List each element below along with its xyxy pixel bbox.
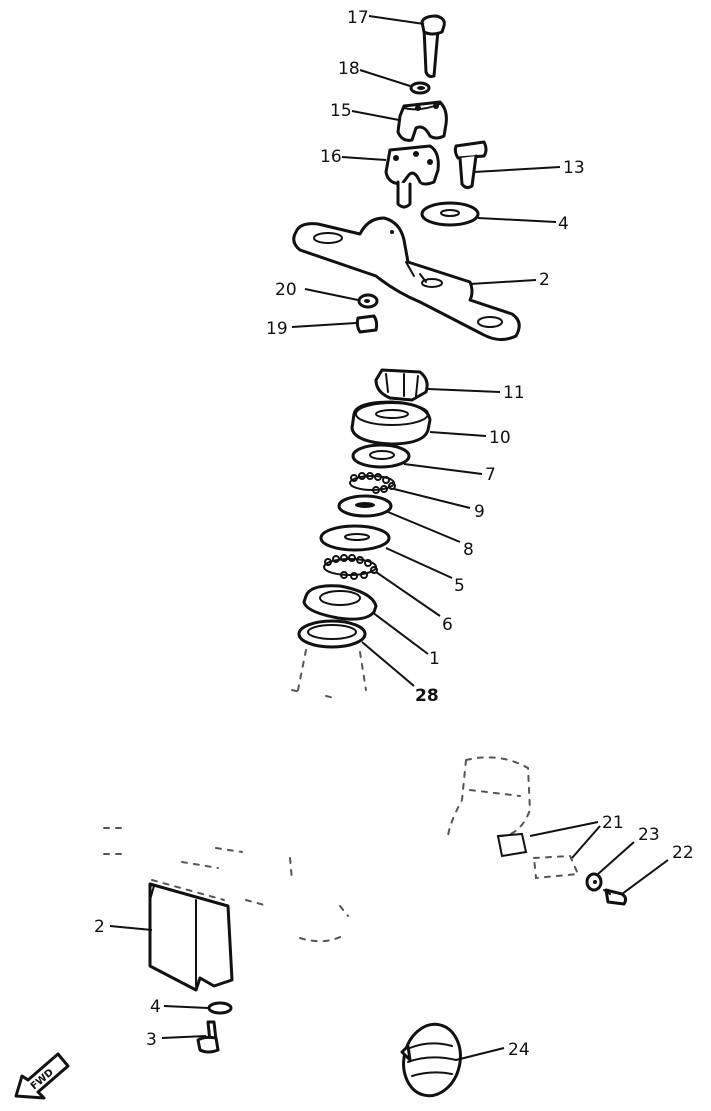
- leader-21a: [529, 821, 599, 837]
- part-20-lock-washer: [357, 293, 379, 309]
- leader-5: [385, 547, 453, 579]
- part-9-balls: [349, 472, 396, 494]
- leader-3: [161, 1035, 207, 1039]
- callout-21: 21: [602, 813, 624, 833]
- callout-28: 28: [415, 686, 439, 706]
- callout-17: 17: [347, 8, 369, 28]
- callout-13: 13: [563, 158, 585, 178]
- part-2-lower-bracket: [148, 879, 234, 992]
- part-5-ball-race: [319, 524, 391, 552]
- callout-19: 19: [266, 319, 288, 339]
- part-19-nut: [355, 314, 379, 334]
- fwd-arrow: FWD: [14, 1052, 70, 1100]
- callout-7: 7: [485, 465, 496, 485]
- leader-28: [361, 641, 415, 687]
- leader-20: [304, 288, 359, 301]
- leader-18: [359, 69, 411, 87]
- callout-15: 15: [330, 101, 352, 121]
- headlight-body-faint: [447, 756, 532, 837]
- callout-11: 11: [503, 383, 525, 403]
- callout-20: 20: [275, 280, 297, 300]
- steering-stem-faint: [291, 649, 367, 699]
- part-4-washer-top: [420, 201, 480, 227]
- leader-16: [341, 156, 387, 161]
- part-3-bolt: [196, 1020, 220, 1054]
- leader-4-bottom: [163, 1005, 209, 1009]
- callout-1: 1: [429, 649, 440, 669]
- callout-24: 24: [508, 1040, 530, 1060]
- callout-10: 10: [489, 428, 511, 448]
- leader-24: [455, 1047, 505, 1061]
- part-18-washer: [409, 81, 431, 95]
- part-10-cover: [350, 400, 432, 446]
- part-17-bolt: [420, 14, 446, 78]
- part-28-seal: [297, 619, 367, 649]
- callout-6: 6: [442, 615, 453, 635]
- lower-assembly-faint: [103, 827, 349, 943]
- leader-23: [597, 841, 635, 875]
- leader-17: [368, 15, 425, 25]
- part-21-grommets: [496, 832, 580, 880]
- leader-4-top: [477, 217, 557, 223]
- leader-7: [403, 463, 483, 475]
- callout-9: 9: [474, 502, 485, 522]
- leader-21b: [571, 825, 601, 859]
- part-8-ball-race: [337, 494, 393, 518]
- part-1-ball-race: [302, 584, 378, 621]
- callout-18: 18: [338, 59, 360, 79]
- part-13-bolt: [453, 140, 488, 190]
- callout-8: 8: [463, 540, 474, 560]
- callout-2-bottom: 2: [94, 917, 105, 937]
- leader-2-bottom: [109, 925, 153, 931]
- callout-22: 22: [672, 843, 694, 863]
- part-4-washer-bottom: [207, 1001, 233, 1015]
- callout-23: 23: [638, 825, 660, 845]
- part-11-ring-nut: [374, 368, 429, 402]
- part-6-balls: [323, 554, 378, 580]
- callout-2-top: 2: [539, 270, 550, 290]
- leader-10: [429, 431, 487, 437]
- leader-9: [393, 488, 471, 509]
- leader-22: [621, 859, 669, 895]
- callout-16: 16: [320, 147, 342, 167]
- part-2-upper-bracket: [292, 216, 521, 341]
- part-15-upper-holder: [396, 100, 448, 142]
- part-24-lens: [400, 1022, 462, 1098]
- leader-6: [375, 571, 441, 617]
- part-22-screw: [603, 888, 628, 906]
- part-7-ball-race: [351, 443, 411, 469]
- part-23-washer: [585, 872, 603, 892]
- leader-13: [473, 166, 561, 173]
- leader-11: [427, 388, 501, 393]
- callout-4-top: 4: [558, 214, 569, 234]
- callout-3: 3: [146, 1030, 157, 1050]
- leader-2-top: [469, 279, 537, 285]
- leader-8: [387, 511, 461, 543]
- leader-1: [371, 611, 429, 655]
- callout-5: 5: [454, 576, 465, 596]
- leader-19: [291, 322, 357, 328]
- leader-15: [351, 110, 400, 121]
- part-16-lower-holder: [384, 144, 440, 209]
- callout-4-bottom: 4: [150, 997, 161, 1017]
